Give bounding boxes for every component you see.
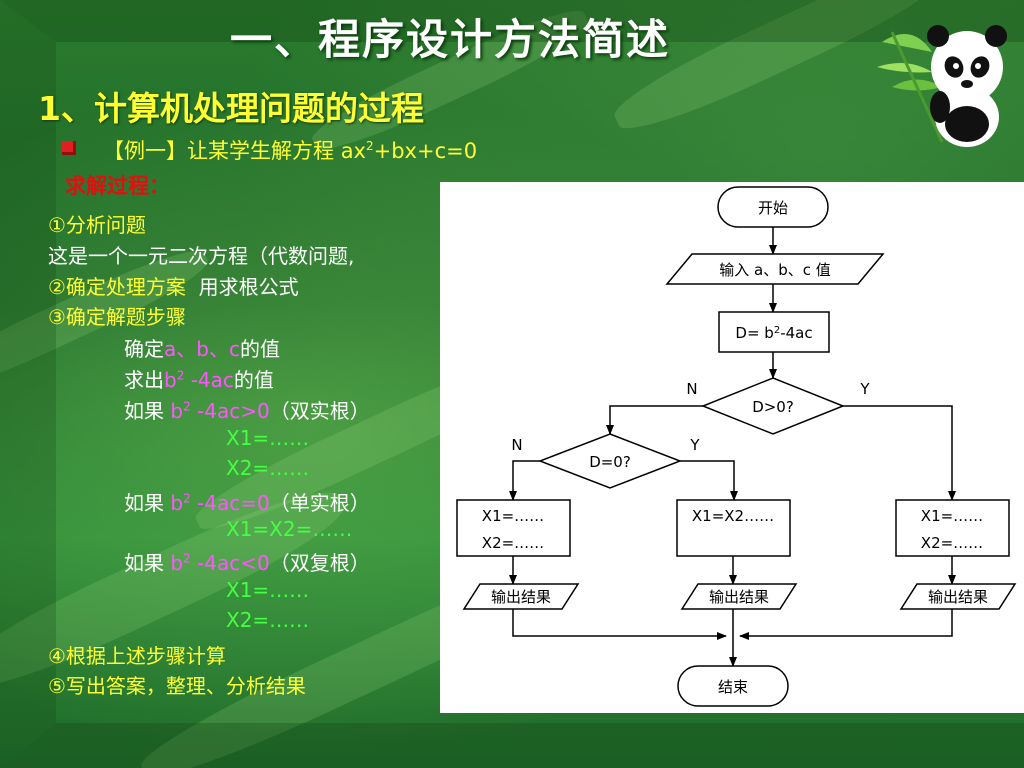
decision-2-yes-label: Y bbox=[689, 436, 700, 454]
decision-d-eq-0 bbox=[537, 433, 683, 489]
case-zero-x1x2: X1=X2=…… bbox=[226, 517, 353, 541]
box-left-x2: X2=…… bbox=[482, 534, 544, 552]
box-middle-label: X1=X2…… bbox=[692, 507, 774, 525]
compute-box bbox=[718, 311, 830, 353]
case-negative: 如果 b2 -4ac<0（双复根） bbox=[124, 551, 370, 575]
example-label: 【例一】让某学生解方程 bbox=[103, 139, 334, 163]
step-1-description: 这是一个一元二次方程（代数问题, bbox=[48, 244, 355, 268]
step-5: ⑤写出答案，整理、分析结果 bbox=[48, 674, 306, 698]
box-left-x1: X1=…… bbox=[482, 507, 544, 525]
input-label: 输入 a、b、c 值 bbox=[719, 261, 831, 279]
output-right-label: 输出结果 bbox=[928, 588, 988, 606]
case-negative-x1: X1=…… bbox=[226, 578, 310, 602]
panda-logo bbox=[877, 25, 1007, 147]
start-label: 开始 bbox=[758, 199, 788, 217]
step-3: ③确定解题步骤 bbox=[48, 305, 186, 329]
step-determine-abc: 确定a、b、c的值 bbox=[124, 337, 280, 361]
process-label: 求解过程： bbox=[65, 174, 170, 198]
section-heading: 1、计算机处理问题的过程 bbox=[38, 89, 424, 128]
decision-2-label: D=0? bbox=[589, 453, 631, 471]
step-1: ①分析问题 bbox=[48, 213, 146, 237]
decision-d-gt-0 bbox=[700, 377, 846, 435]
slide-title: 一、程序设计方法简述 bbox=[229, 15, 670, 64]
real-roots-box bbox=[895, 499, 1010, 557]
step-compute-discriminant: 求出b2 -4ac的值 bbox=[124, 368, 274, 392]
example-statement: 【例一】让某学生解方程 ax2+bx+c=0 bbox=[103, 135, 477, 165]
compute-label: D= b2-4ac bbox=[735, 324, 812, 342]
decision-1-yes-label: Y bbox=[859, 380, 870, 398]
bamboo-leaves-icon bbox=[877, 31, 944, 143]
single-root-box bbox=[676, 499, 791, 557]
box-right-x2: X2=…… bbox=[921, 534, 983, 552]
output-middle bbox=[680, 583, 798, 610]
end-label: 结束 bbox=[718, 678, 748, 696]
input-box bbox=[665, 253, 885, 285]
square-bullet-icon bbox=[62, 141, 76, 155]
box-right-x1: X1=…… bbox=[921, 507, 983, 525]
case-negative-x2: X2=…… bbox=[226, 608, 310, 632]
flowchart-panel: 开始 输入 a、b、c 值 D= b2-4ac D>0? N Y D=0? N … bbox=[440, 182, 1024, 713]
case-positive-x1: X1=…… bbox=[226, 426, 310, 450]
decision-2-no-label: N bbox=[511, 436, 522, 454]
case-positive-x2: X2=…… bbox=[226, 456, 310, 480]
step-4: ④根据上述步骤计算 bbox=[48, 644, 226, 668]
equation: ax2+bx+c=0 bbox=[340, 139, 478, 163]
step-2: ②确定处理方案 用求根公式 bbox=[48, 275, 299, 299]
decision-1-label: D>0? bbox=[752, 398, 794, 416]
case-zero: 如果 b2 -4ac=0（单实根） bbox=[124, 491, 370, 515]
output-left-label: 输出结果 bbox=[491, 588, 551, 606]
case-positive: 如果 b2 -4ac>0（双实根） bbox=[124, 399, 370, 423]
output-middle-label: 输出结果 bbox=[709, 588, 769, 606]
end-terminal bbox=[677, 665, 789, 707]
decision-1-no-label: N bbox=[686, 380, 697, 398]
flowchart: 开始 输入 a、b、c 值 D= b2-4ac D>0? N Y D=0? N … bbox=[456, 186, 1017, 707]
output-left bbox=[462, 583, 580, 610]
output-right bbox=[899, 583, 1017, 610]
